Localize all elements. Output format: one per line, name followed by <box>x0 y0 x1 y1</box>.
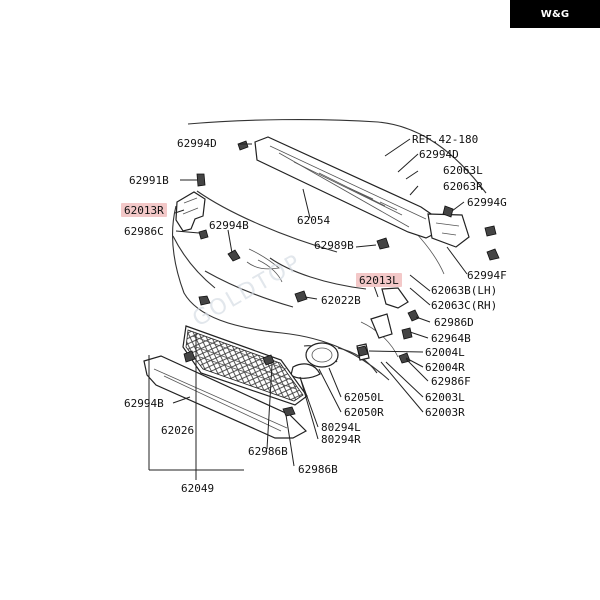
fog-lamp-bezel <box>290 342 339 379</box>
part-label-62986D: 62986D <box>434 316 474 329</box>
highlight-62013L <box>356 273 402 287</box>
lower-bumper-cover <box>143 355 307 439</box>
part-label-62013R: 62013R <box>124 204 164 217</box>
brand-badge-text: W&G <box>540 8 570 20</box>
part-label-62994B-left: 62994B <box>209 219 249 232</box>
fasteners <box>183 140 500 417</box>
brand-badge: W&G <box>510 0 600 28</box>
part-label-62050R: 62050R <box>344 406 384 419</box>
leader-lines <box>148 138 468 480</box>
part-label-62994B-bottom: 62994B <box>124 397 164 410</box>
part-label-62986B-right: 62986B <box>298 463 338 476</box>
vehicle-body-outline <box>171 118 487 381</box>
part-label-62989B: 62989B <box>314 239 354 252</box>
part-label-62049: 62049 <box>181 482 214 495</box>
part-label-80294L: 80294L <box>321 421 361 434</box>
part-label-62986B-left: 62986B <box>248 445 288 458</box>
part-label-62986F: 62986F <box>431 375 471 388</box>
part-label-62013L: 62013L <box>359 274 399 287</box>
part-label-62964B: 62964B <box>431 332 471 345</box>
part-label-62994G: 62994G <box>467 196 507 209</box>
bumper-support-bracket-left <box>175 191 206 232</box>
part-label-80294R: 80294R <box>321 433 361 446</box>
part-label-62003R: 62003R <box>425 406 465 419</box>
part-label-62003L: 62003L <box>425 391 465 404</box>
upper-reinforcement-beam <box>254 136 470 248</box>
part-label-62063R: 62063R <box>443 180 483 193</box>
part-label-62994D-right: 62994D <box>419 148 459 161</box>
part-label-62063C-RH: 62063C(RH) <box>431 299 497 312</box>
part-label-62004L: 62004L <box>425 346 465 359</box>
reference-label: REF.42-180 <box>412 133 478 146</box>
highlight-62013R <box>121 203 167 217</box>
part-label-62050L: 62050L <box>344 391 384 404</box>
part-label-62026: 62026 <box>161 424 194 437</box>
center-grille <box>182 325 308 406</box>
part-label-62994F: 62994F <box>467 269 507 282</box>
part-label-62022B: 62022B <box>321 294 361 307</box>
part-label-62991B: 62991B <box>129 174 169 187</box>
part-label-62063B-LH: 62063B(LH) <box>431 284 497 297</box>
part-label-62054: 62054 <box>297 214 330 227</box>
part-label-62986C: 62986C <box>124 225 164 238</box>
part-label-62063L: 62063L <box>443 164 483 177</box>
part-label-62994D-top: 62994D <box>177 137 217 150</box>
part-label-62004R: 62004R <box>425 361 465 374</box>
